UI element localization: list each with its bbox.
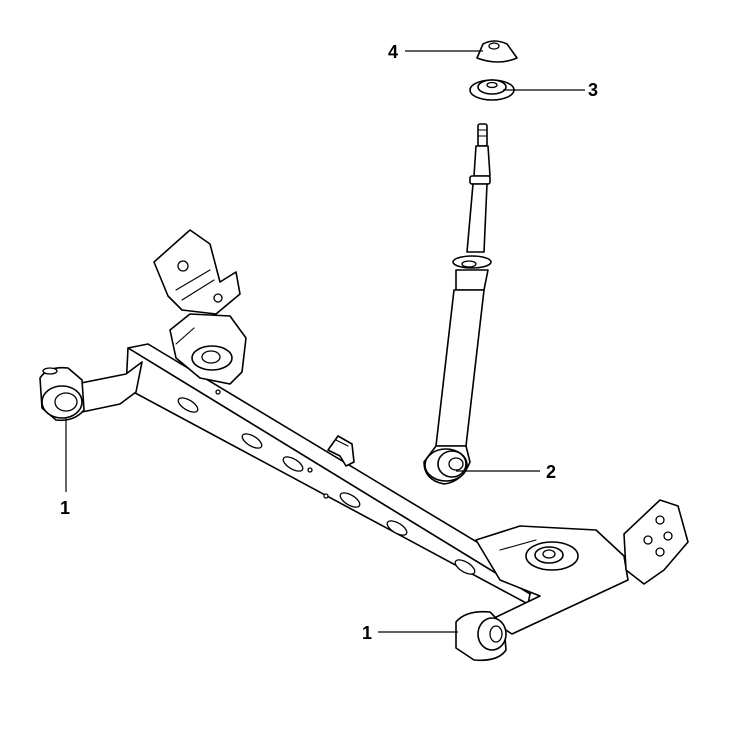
part-1-left-bushing xyxy=(39,366,85,422)
callout-3: 3 xyxy=(588,80,598,100)
left-trailing-arm xyxy=(75,229,247,413)
part-2-shock-absorber xyxy=(423,123,492,485)
part-3-washer xyxy=(469,79,515,101)
callout-2: 2 xyxy=(546,462,556,482)
part-1-right-bushing xyxy=(455,610,507,662)
callout-1-right: 1 xyxy=(362,623,372,643)
callout-4: 4 xyxy=(388,42,398,62)
part-4-bump-cap xyxy=(476,40,518,63)
rear-axle-beam xyxy=(125,343,541,605)
callout-1-left: 1 xyxy=(60,498,70,518)
right-trailing-arm xyxy=(475,499,689,635)
leader-lines xyxy=(65,50,585,633)
